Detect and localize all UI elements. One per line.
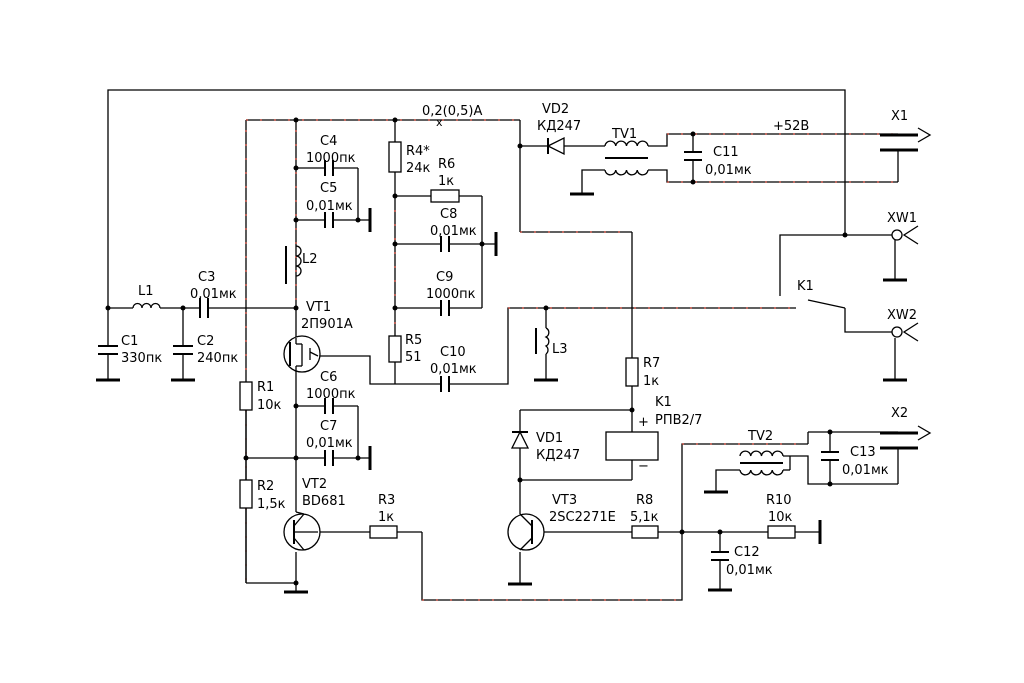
diodes: [510, 136, 565, 456]
c8-value: 0,01мк: [430, 224, 477, 239]
l3-label: L3: [552, 342, 568, 357]
vt1-label: VT1: [306, 300, 331, 315]
c3-label: C3: [198, 270, 215, 285]
c3-value: 0,01мк: [190, 287, 237, 302]
l2-label: L2: [302, 252, 318, 267]
transistors: [283, 335, 545, 551]
r7-value: 1к: [643, 374, 659, 389]
r5-value: 51: [405, 350, 422, 365]
r8-label: R8: [636, 493, 653, 508]
r3-label: R3: [378, 493, 395, 508]
r4-label: R4*: [406, 144, 430, 159]
r4-value: 24к: [406, 161, 431, 176]
vt3-type: 2SC2271E: [549, 510, 616, 525]
c1-value: 330пк: [121, 351, 162, 366]
current-label: 0,2(0,5)A: [422, 104, 482, 119]
c13-value: 0,01мк: [842, 463, 889, 478]
c11-value: 0,01мк: [705, 163, 752, 178]
c9-value: 1000пк: [426, 287, 476, 302]
k1-contact-label: K1: [797, 279, 814, 294]
supply-label: +52В: [773, 119, 809, 134]
c12-value: 0,01мк: [726, 563, 773, 578]
c11-label: C11: [713, 145, 739, 160]
xw2-label: XW2: [887, 308, 917, 323]
r5-label: R5: [405, 333, 422, 348]
x2-label: X2: [891, 406, 908, 421]
ground-symbols: [96, 192, 907, 594]
x1-label: X1: [891, 109, 908, 124]
r3-value: 1к: [378, 510, 394, 525]
xw1-label: XW1: [887, 211, 917, 226]
connectors: [880, 127, 932, 450]
current-marker: x: [436, 116, 443, 129]
inductors: [132, 245, 550, 355]
tv1-label: TV1: [611, 127, 637, 142]
relay-minus: −: [638, 459, 649, 474]
r10-label: R10: [766, 493, 792, 508]
vt3-label: VT3: [552, 493, 577, 508]
k1-relay-type: РПВ2/7: [655, 413, 702, 428]
c9-label: C9: [436, 270, 453, 285]
k1-relay-label: K1: [655, 395, 672, 410]
r2-label: R2: [257, 479, 274, 494]
l1-label: L1: [138, 284, 154, 299]
c2-label: C2: [197, 334, 214, 349]
r1-label: R1: [257, 380, 274, 395]
vd1-label: VD1: [536, 431, 563, 446]
vt2-type: BD681: [302, 494, 346, 509]
relay-k1: [605, 431, 659, 461]
resistors: [239, 141, 796, 583]
r6-value: 1к: [438, 174, 454, 189]
wires: [107, 89, 899, 601]
c5-label: C5: [320, 181, 337, 196]
c4-value: 1000пк: [306, 151, 356, 166]
c10-value: 0,01мк: [430, 362, 477, 377]
c2-value: 240пк: [197, 351, 238, 366]
vd2-type: КД247: [537, 119, 581, 134]
r10-value: 10к: [768, 510, 793, 525]
capacitors: [98, 151, 839, 561]
r1-value: 10к: [257, 398, 282, 413]
r2-value: 1,5к: [257, 497, 286, 512]
c7-label: C7: [320, 419, 337, 434]
r6-label: R6: [438, 157, 455, 172]
c6-value: 1000пк: [306, 387, 356, 402]
c4-label: C4: [320, 134, 337, 149]
c10-label: C10: [440, 345, 466, 360]
vd1-type: КД247: [536, 448, 580, 463]
c12-label: C12: [734, 545, 760, 560]
tv2-label: TV2: [747, 429, 773, 444]
c5-value: 0,01мк: [306, 199, 353, 214]
c1-label: C1: [121, 334, 138, 349]
vd2-label: VD2: [542, 102, 569, 117]
c8-label: C8: [440, 207, 457, 222]
c7-value: 0,01мк: [306, 436, 353, 451]
transformers: [604, 140, 791, 476]
wire-accents: [245, 119, 898, 601]
r7-label: R7: [643, 356, 660, 371]
relay-plus: +: [638, 415, 649, 430]
c6-label: C6: [320, 370, 337, 385]
vt2-label: VT2: [302, 477, 327, 492]
component-labels: 0,2(0,5)A x +52В VD2 КД247 TV1 C11 0,01м…: [121, 102, 917, 578]
vt1-type: 2П901А: [301, 317, 353, 332]
c13-label: C13: [850, 445, 876, 460]
r8-value: 5,1к: [630, 510, 659, 525]
junctions: [105, 117, 848, 586]
